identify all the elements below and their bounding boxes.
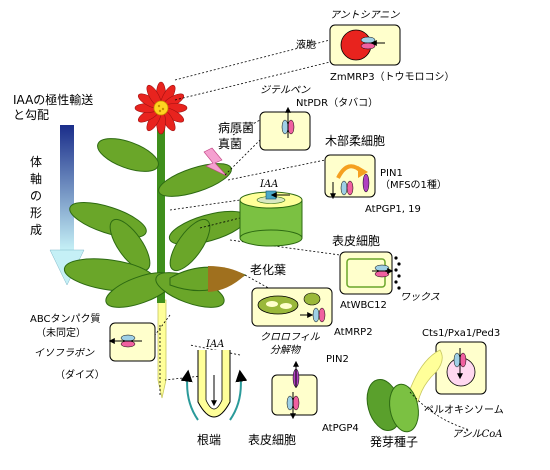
ntpdr-cell xyxy=(259,106,311,151)
transporter-icon xyxy=(281,119,289,135)
mfs-label: （MFSの1種） xyxy=(380,178,447,191)
abc-protein-label-2: （未同定） xyxy=(36,326,86,339)
wax-label: ワックス xyxy=(400,291,440,303)
zmmrp3-label: ZmMRP3（トウモロコシ） xyxy=(330,71,455,83)
transporter-icon xyxy=(360,36,376,44)
epidermal-wax-cell xyxy=(339,251,401,295)
iaa-transport-label-2: と勾配 xyxy=(13,108,49,122)
anthocyanin-label: アントシアニン xyxy=(330,10,400,21)
chlorophyll-cell xyxy=(251,287,333,327)
iaa-transport-label-1: IAAの極性輸送 xyxy=(13,92,93,107)
isoflavone-cell xyxy=(108,322,156,362)
transporter-icon xyxy=(453,352,461,368)
germinating-seed-label: 発芽種子 xyxy=(370,435,418,449)
leaf xyxy=(109,218,151,272)
chlorophyll-label-1: クロロフィル xyxy=(260,331,321,343)
ntpdr-label: NtPDR（タバコ） xyxy=(296,97,378,109)
transporter-icon xyxy=(312,307,320,323)
transporter-icon xyxy=(374,264,390,272)
axis-formation-char-2: 軸 xyxy=(30,172,42,186)
epidermal-pin2-cell xyxy=(271,360,318,420)
transporter-icon xyxy=(286,395,294,411)
isoflavone-label: イソフラボン xyxy=(34,347,95,359)
wax-particles xyxy=(394,256,401,290)
peroxisome-cell xyxy=(435,341,487,395)
atpgp1-label: AtPGP1, 19 xyxy=(365,204,421,215)
axis-formation-char-5: 成 xyxy=(30,223,42,237)
pathogen-label: 病原菌 xyxy=(218,120,254,135)
atwbc12-label: AtWBC12 xyxy=(340,300,387,311)
anthocyanin-cell xyxy=(329,24,401,66)
peroxisome-label: ペルオキシソーム xyxy=(424,404,504,416)
acyl-coa-label: アシルCoA xyxy=(452,429,503,440)
pin1-label: PIN1 xyxy=(380,168,403,179)
soybean-label: （ダイズ） xyxy=(55,368,105,381)
chloroplast xyxy=(257,295,299,315)
plant-stem xyxy=(157,108,165,303)
iaa-top-label: IAA xyxy=(259,179,278,190)
epidermal-cell-bottom-label: 表皮細胞 xyxy=(248,433,296,447)
iaa-root-label: IAA xyxy=(205,339,224,350)
transporter-icon xyxy=(287,119,295,135)
plant-root xyxy=(157,299,167,399)
transporter-icon xyxy=(120,340,136,348)
leaf xyxy=(158,163,232,197)
axis-formation-char-4: 形 xyxy=(30,206,42,220)
flower xyxy=(134,81,188,135)
chlorophyll-label-2: 分解物 xyxy=(270,344,302,356)
transporter-icon xyxy=(292,395,300,411)
germinating-seed xyxy=(366,349,471,433)
pin2-label: PIN2 xyxy=(326,354,349,365)
fungus-label: 真菌 xyxy=(218,137,242,151)
axis-formation-char-1: 体 xyxy=(30,155,42,169)
transporter-icon xyxy=(360,42,376,50)
xylem-cell xyxy=(324,154,376,200)
atpgp4-label: AtPGP4 xyxy=(322,423,359,434)
xylem-parenchyma-label: 木部柔細胞 xyxy=(325,133,385,148)
cts1-label: Cts1/Pxa1/Ped3 xyxy=(422,328,500,339)
root-tip xyxy=(180,350,248,421)
epidermal-cell-top-label: 表皮細胞 xyxy=(332,234,380,248)
stem-cylinder xyxy=(239,190,303,247)
atmrp2-label: AtMRP2 xyxy=(334,327,373,338)
leaf xyxy=(169,218,211,272)
leaf xyxy=(97,138,159,172)
transporter-icon xyxy=(374,270,390,278)
transporter-icon xyxy=(120,334,136,342)
senescent-leaf-brown-part xyxy=(208,266,245,292)
senescent-leaf-label: 老化葉 xyxy=(250,263,286,277)
transporter-icon xyxy=(346,180,354,196)
root-tip-label: 根端 xyxy=(197,433,221,447)
pin1-transporter xyxy=(362,173,370,193)
iaa-recycle-arrow-left xyxy=(180,369,199,421)
transporter-icon xyxy=(340,180,348,196)
abc-protein-label-1: ABCタンパク質 xyxy=(30,312,101,325)
transporter-icon xyxy=(318,307,326,323)
iaa-recycle-arrow-right xyxy=(229,369,248,421)
diterpene-label: ジテルペン xyxy=(260,85,311,96)
transporter-icon xyxy=(459,352,467,368)
plant xyxy=(63,81,248,399)
vacuole-label: 液胞 xyxy=(296,38,316,51)
pathogen-icon xyxy=(203,147,228,177)
axis-formation-char-3: の xyxy=(30,189,42,203)
